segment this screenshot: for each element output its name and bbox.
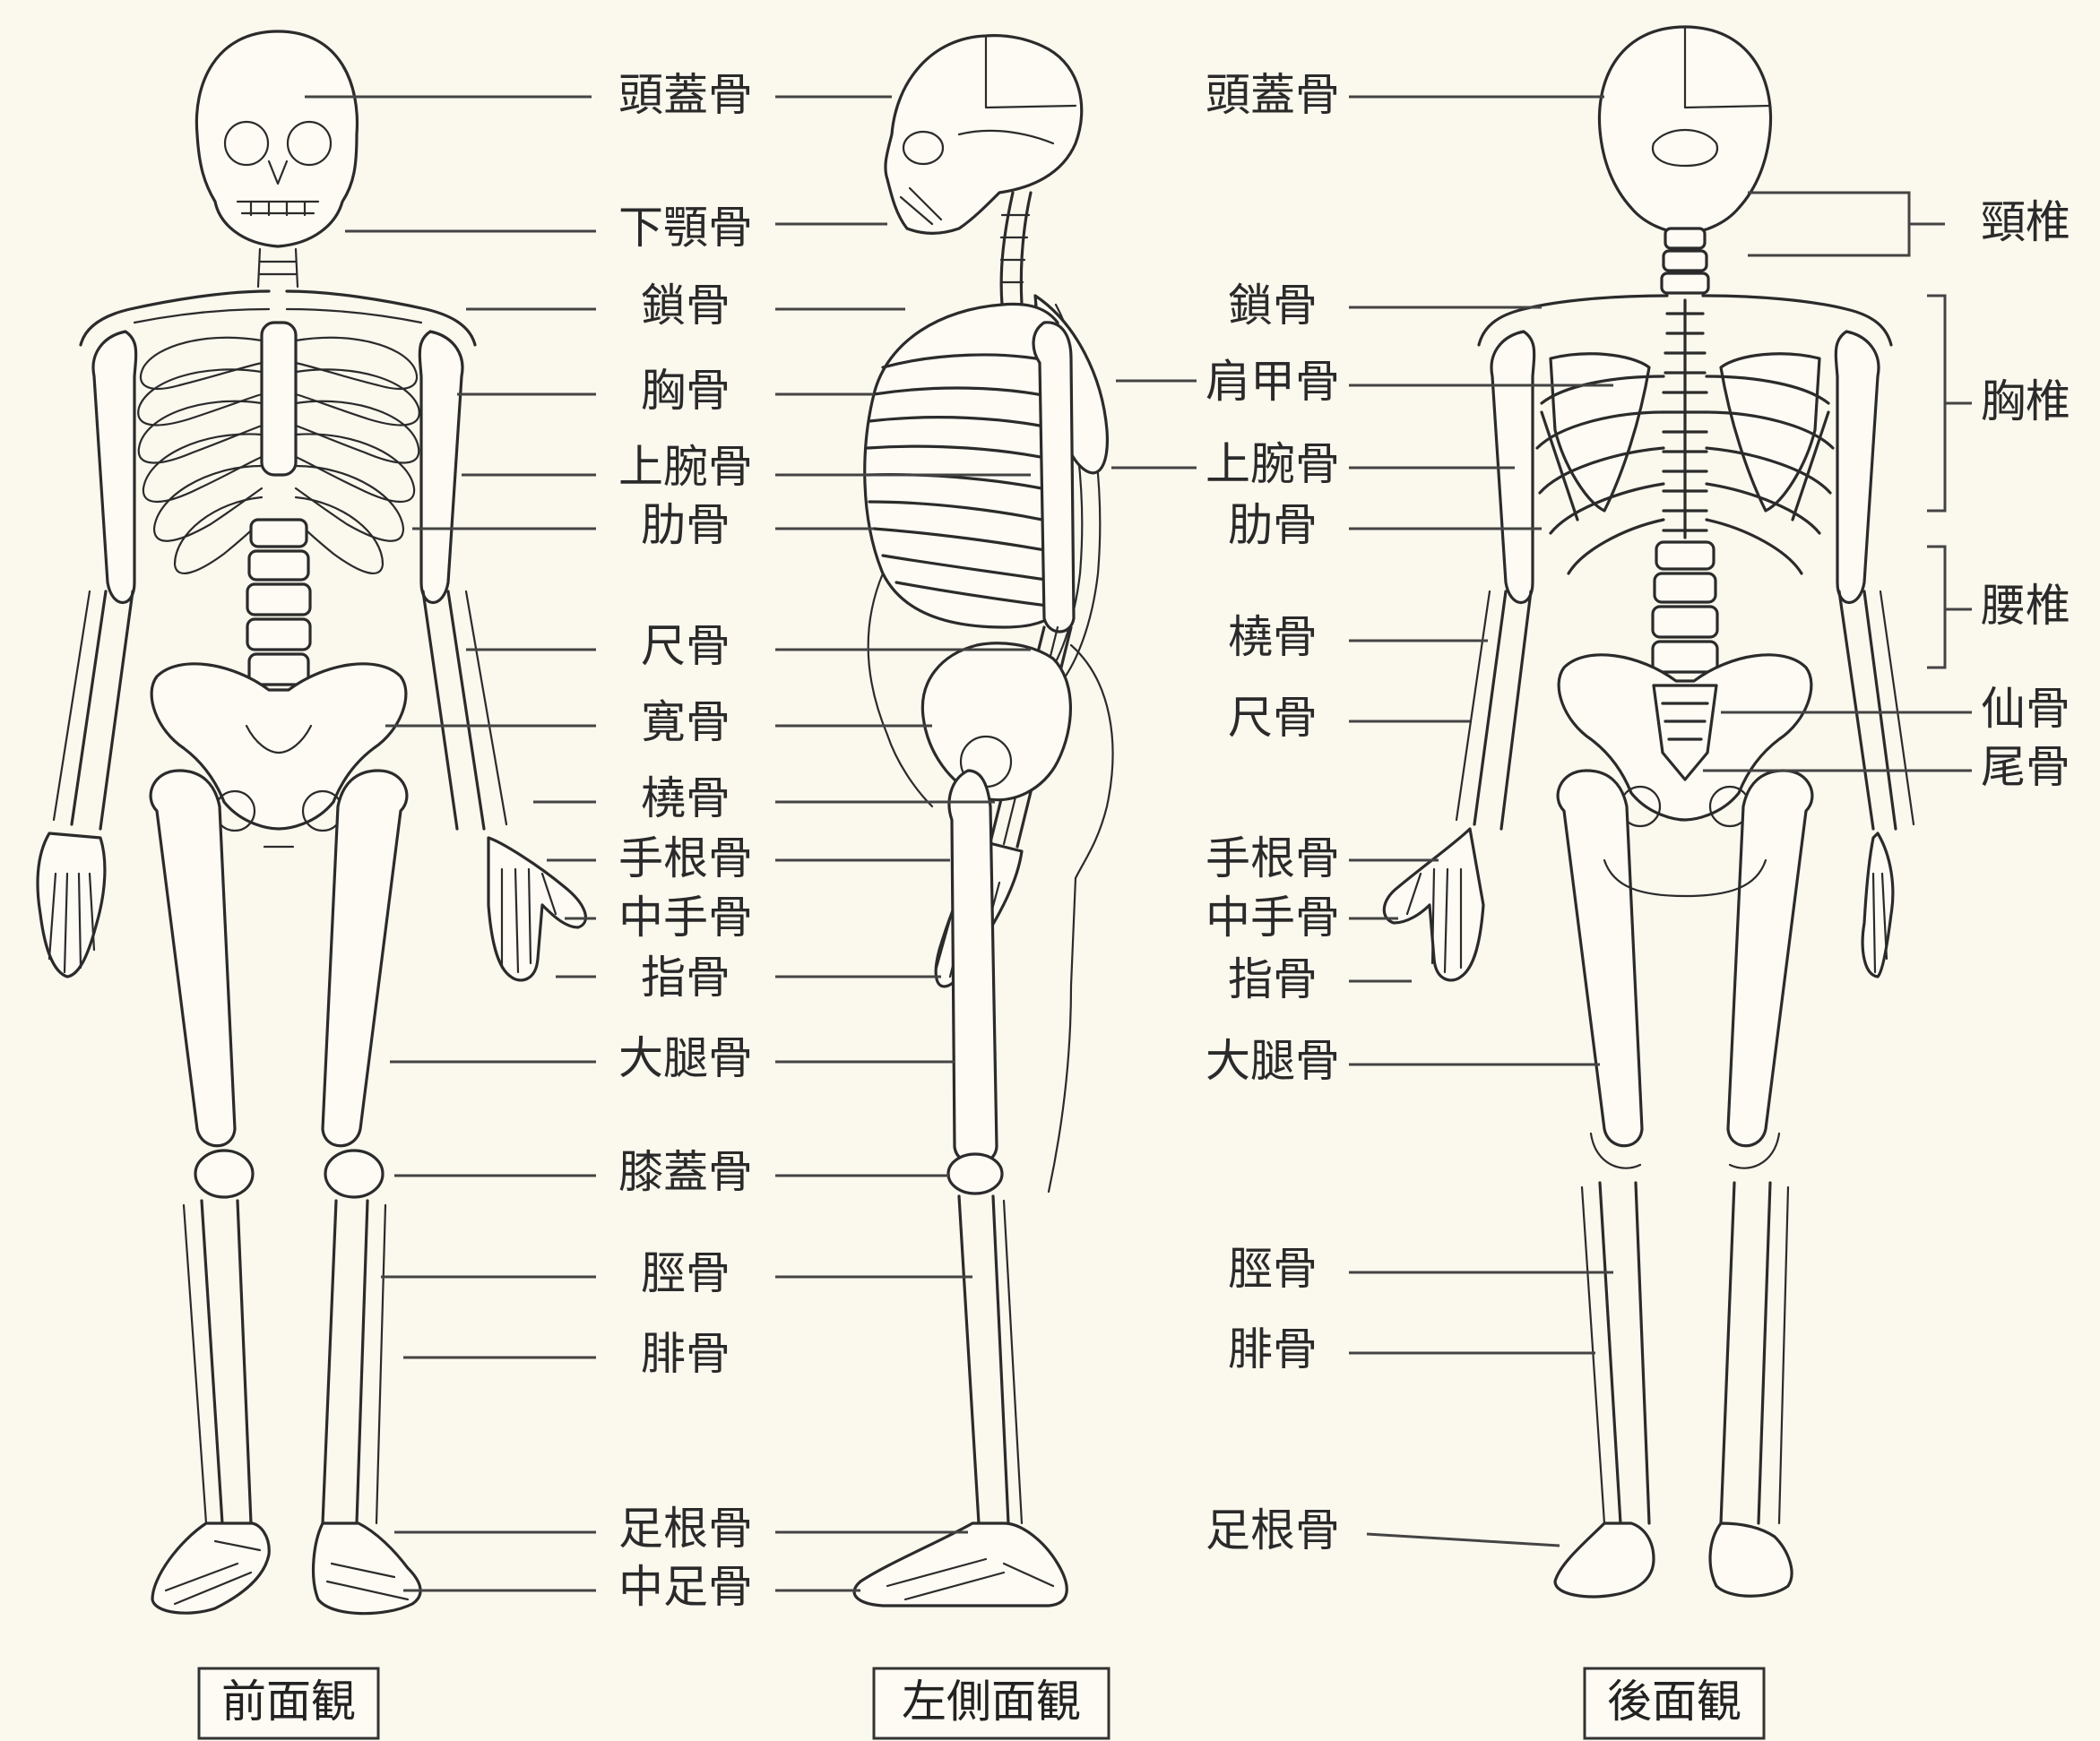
label-metacarpals: 中手骨 bbox=[618, 892, 753, 944]
label-lumbar: 腰椎 bbox=[1981, 580, 2070, 632]
spine-labels: 頸椎 胸椎 腰椎 仙骨 尾骨 bbox=[1981, 196, 2070, 793]
label-phalanges-back: 指骨 bbox=[1228, 953, 1318, 1005]
label-mandible: 下顎骨 bbox=[618, 202, 753, 254]
label-scapula: 肩甲骨 bbox=[1206, 356, 1340, 408]
label-phalanges: 指骨 bbox=[641, 952, 730, 1004]
label-tibia-back: 脛骨 bbox=[1228, 1243, 1318, 1295]
label-hip-bone: 寛骨 bbox=[641, 696, 730, 748]
back-view-skeleton bbox=[1384, 27, 1914, 1597]
caption-back: 後面観 bbox=[1585, 1668, 1764, 1738]
label-clavicle: 鎖骨 bbox=[641, 280, 730, 332]
label-tarsals: 足根骨 bbox=[618, 1503, 753, 1555]
back-labels: 頭蓋骨 鎖骨 肩甲骨 上腕骨 肋骨 橈骨 尺骨 手根骨 中手骨 指骨 大腿骨 脛… bbox=[1206, 69, 1340, 1556]
front-view-skeleton bbox=[38, 31, 585, 1614]
label-carpals: 手根骨 bbox=[618, 832, 753, 884]
label-patella: 膝蓋骨 bbox=[618, 1146, 753, 1198]
caption-front-text: 前面観 bbox=[221, 1676, 356, 1728]
leader-lines bbox=[305, 97, 1972, 1590]
label-femur: 大腿骨 bbox=[618, 1032, 753, 1084]
label-coccyx: 尾骨 bbox=[1981, 741, 2070, 793]
label-clavicle-back: 鎖骨 bbox=[1228, 280, 1318, 332]
label-skull-back: 頭蓋骨 bbox=[1206, 69, 1340, 121]
label-ulna-back: 尺骨 bbox=[1228, 692, 1318, 744]
label-ribs: 肋骨 bbox=[641, 499, 730, 551]
caption-front: 前面観 bbox=[199, 1668, 378, 1738]
front-labels: 頭蓋骨 下顎骨 鎖骨 胸骨 上腕骨 肋骨 尺骨 寛骨 橈骨 手根骨 中手骨 指骨… bbox=[618, 69, 753, 1613]
label-sacrum: 仙骨 bbox=[1981, 683, 2070, 735]
label-cervical: 頸椎 bbox=[1981, 196, 2070, 248]
label-fibula-back: 腓骨 bbox=[1228, 1323, 1318, 1375]
label-ribs-back: 肋骨 bbox=[1228, 499, 1318, 551]
label-skull: 頭蓋骨 bbox=[618, 69, 753, 121]
caption-side-text: 左側面観 bbox=[902, 1676, 1081, 1728]
label-ulna: 尺骨 bbox=[641, 620, 730, 672]
label-thoracic: 胸椎 bbox=[1981, 375, 2070, 427]
label-tarsals-back: 足根骨 bbox=[1206, 1504, 1340, 1556]
label-metacarpals-back: 中手骨 bbox=[1206, 892, 1340, 944]
label-carpals-back: 手根骨 bbox=[1206, 832, 1340, 884]
caption-side: 左側面観 bbox=[874, 1668, 1109, 1738]
label-radius: 橈骨 bbox=[641, 772, 730, 824]
label-tibia: 脛骨 bbox=[641, 1247, 730, 1299]
label-femur-back: 大腿骨 bbox=[1206, 1035, 1340, 1087]
label-sternum: 胸骨 bbox=[641, 365, 730, 417]
label-humerus-back: 上腕骨 bbox=[1206, 438, 1340, 490]
label-radius-back: 橈骨 bbox=[1228, 611, 1318, 663]
side-view-skeleton bbox=[854, 36, 1112, 1606]
label-fibula: 腓骨 bbox=[641, 1328, 730, 1380]
label-humerus: 上腕骨 bbox=[618, 441, 753, 493]
caption-back-text: 後面観 bbox=[1607, 1676, 1741, 1728]
label-metatarsals: 中足骨 bbox=[618, 1561, 753, 1613]
